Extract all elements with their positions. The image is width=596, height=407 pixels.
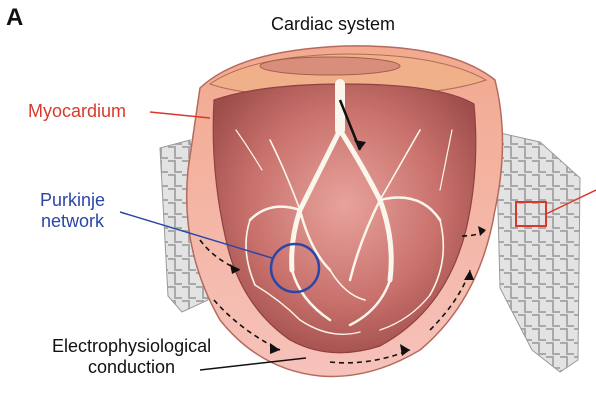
conduction-label-line-1: Electrophysiological <box>52 336 212 356</box>
conduction-callout-line <box>199 357 307 371</box>
purkinje-label-line-2: network <box>41 210 105 231</box>
tissue-callout-line <box>545 189 596 215</box>
figure-title: Cardiac system <box>271 14 396 34</box>
purkinje-highlight-circle <box>269 242 321 294</box>
arrow-heads <box>230 140 486 356</box>
purkinje-label-line-1: Purkinje <box>40 190 106 210</box>
panel-letter: A <box>6 4 24 31</box>
myocardium-label: Myocardium <box>28 101 127 121</box>
conduction-label-line-2: conduction <box>88 356 176 377</box>
right-tissue-mesh <box>495 131 581 373</box>
electrophysiological-conduction-label: Electrophysiological conduction <box>52 336 211 377</box>
purkinje-callout-line <box>119 211 273 259</box>
septum-top <box>259 56 401 76</box>
myocardium-callout-line <box>149 111 211 119</box>
left-tissue-mesh <box>159 139 209 313</box>
purkinje-network-label: Purkinje network <box>40 190 105 231</box>
purkinje-fibers <box>235 79 453 335</box>
